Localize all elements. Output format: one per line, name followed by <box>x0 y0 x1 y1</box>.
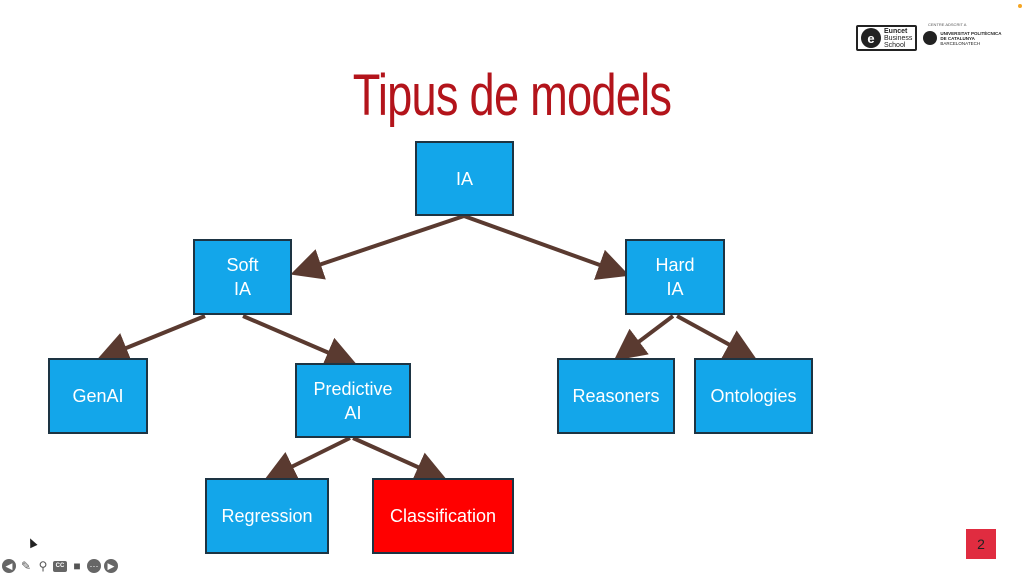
edge-soft-predictive <box>242 314 358 368</box>
euncet-logo: e Euncet Business School <box>856 25 918 51</box>
edge-hard-reasoners <box>613 314 675 361</box>
upc-name: UNIVERSITAT POLITÈCNICA DE CATALUNYA <box>940 30 1002 41</box>
back-icon[interactable]: ◀ <box>2 559 16 573</box>
euncet-line2: Business <box>884 34 913 42</box>
node-regression-label: Regression <box>221 506 313 526</box>
node-ia: IA <box>415 141 514 216</box>
video-icon[interactable]: ■ <box>73 559 81 573</box>
node-soft-ia-line1: Soft <box>226 255 259 275</box>
node-ontologies: Ontologies <box>694 358 813 434</box>
node-soft-ia-line2: IA <box>233 279 251 299</box>
node-ontologies-label: Ontologies <box>710 386 797 406</box>
pen-icon[interactable]: ✎ <box>20 559 32 573</box>
euncet-line1: Euncet <box>884 27 908 35</box>
node-reasoners-label: Reasoners <box>572 386 660 406</box>
slide-title: Tipus de models <box>352 63 672 128</box>
presentation-toolbar: ◀ ✎ ⚲ CC ■ ⋯ ▶ <box>2 559 118 573</box>
node-classification: Classification <box>372 478 514 554</box>
node-reasoners: Reasoners <box>557 358 675 434</box>
edge-predictive-regression <box>263 436 351 481</box>
node-regression: Regression <box>205 478 329 554</box>
captions-icon[interactable]: CC <box>53 560 67 572</box>
edge-ia-soft <box>290 214 465 280</box>
upc-caption: CENTRE ADSCRIT A <box>928 22 967 27</box>
edge-predictive-classification <box>352 436 448 482</box>
euncet-line3: School <box>884 41 906 49</box>
node-predictive-line1: Predictive <box>313 378 393 399</box>
edge-soft-genai <box>96 314 206 363</box>
institution-logo: e Euncet Business School CENTRE ADSCRIT … <box>856 22 1004 54</box>
node-hard-ia-line1: Hard <box>655 255 695 275</box>
node-classification-label: Classification <box>389 506 497 526</box>
node-ia-label: IA <box>455 168 473 189</box>
node-predictive-line2: AI <box>344 402 362 423</box>
edge-ia-hard <box>463 214 630 280</box>
upc-emblem-icon <box>923 31 938 45</box>
edge-hard-ontologies <box>676 314 758 360</box>
upc-logo: CENTRE ADSCRIT A UNIVERSITAT POLITÈCNICA… <box>923 22 1004 46</box>
node-genai: GenAI <box>48 358 148 434</box>
upc-sub: BARCELONATECH <box>940 40 981 46</box>
page-number: 2 <box>966 529 996 559</box>
more-icon[interactable]: ⋯ <box>87 559 101 573</box>
forward-icon[interactable]: ▶ <box>104 559 118 573</box>
node-hard-ia-line2: IA <box>666 279 684 299</box>
status-dot <box>1018 4 1022 8</box>
euncet-emblem-icon: e <box>861 28 881 48</box>
zoom-icon[interactable]: ⚲ <box>38 559 48 573</box>
node-genai-label: GenAI <box>72 386 124 406</box>
